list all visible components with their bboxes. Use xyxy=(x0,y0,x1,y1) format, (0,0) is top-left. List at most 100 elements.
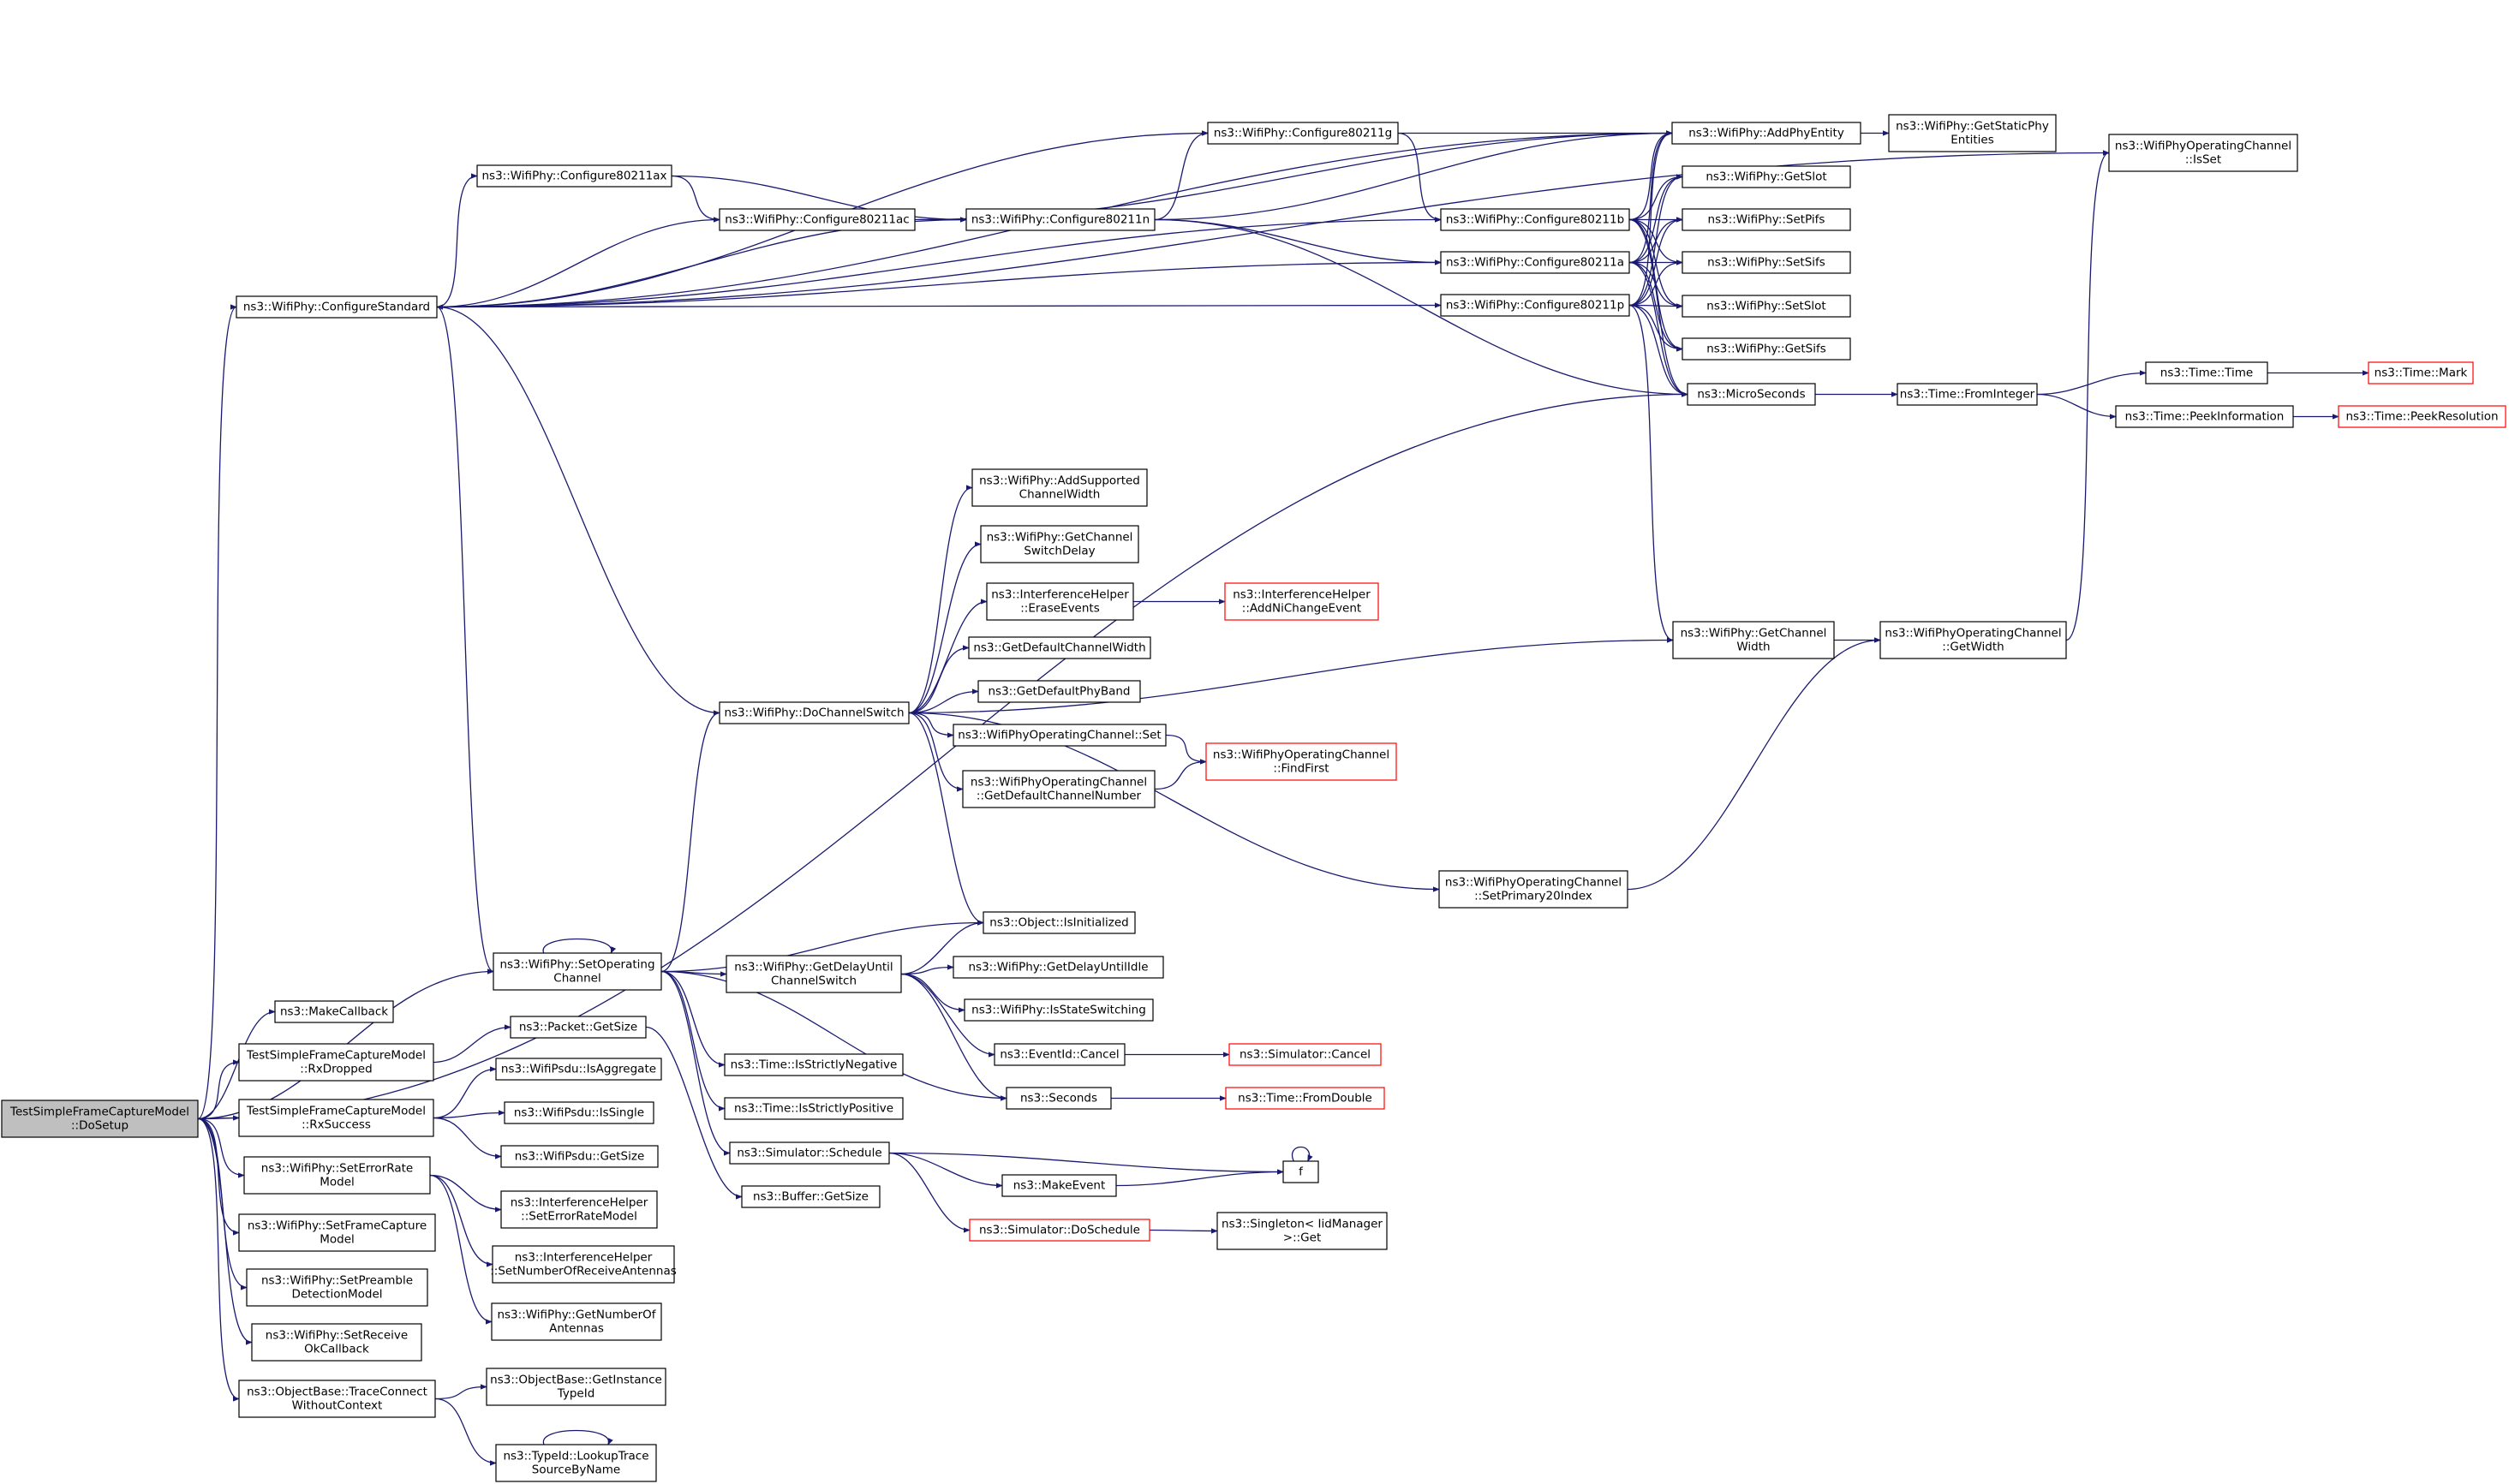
node-box xyxy=(1682,251,1851,274)
node-eraseEvents[interactable]: ns3::InterferenceHelper::EraseEvents xyxy=(986,582,1134,621)
node-opChGetWidth[interactable]: ns3::WifiPhyOperatingChannel::GetWidth xyxy=(1879,621,2067,659)
node-setSifs[interactable]: ns3::WifiPhy::SetSifs xyxy=(1682,251,1851,274)
edge-f-self-loop xyxy=(1291,1146,1313,1162)
node-singletonGet[interactable]: ns3::Singleton< IidManager>::Get xyxy=(1216,1212,1388,1250)
node-setPifs[interactable]: ns3::WifiPhy::SetPifs xyxy=(1682,208,1851,231)
node-cfg80211g[interactable]: ns3::WifiPhy::Configure80211g xyxy=(1207,122,1399,145)
edge-doChannelSwitch-to-eraseEvents xyxy=(908,599,988,714)
edge-root-to-setErrorRate xyxy=(197,1117,245,1178)
node-opChIsSet[interactable]: ns3::WifiPhyOperatingChannel::IsSet xyxy=(2108,134,2298,172)
node-getDefChNum[interactable]: ns3::WifiPhyOperatingChannel::GetDefault… xyxy=(962,770,1156,808)
node-isStateSwitching[interactable]: ns3::WifiPhy::IsStateSwitching xyxy=(964,998,1154,1022)
node-timeMark[interactable]: ns3::Time::Mark xyxy=(2368,361,2474,384)
node-getDefCW[interactable]: ns3::GetDefaultChannelWidth xyxy=(968,636,1151,659)
node-isAggregate[interactable]: ns3::WifiPsdu::IsAggregate xyxy=(495,1058,662,1081)
node-addPhyEntity[interactable]: ns3::WifiPhy::AddPhyEntity xyxy=(1671,122,1861,145)
edge-cfg80211ax-to-cfg80211n xyxy=(671,175,967,223)
node-fromDouble[interactable]: ns3::Time::FromDouble xyxy=(1225,1087,1385,1110)
node-simCancel[interactable]: ns3::Simulator::Cancel xyxy=(1228,1043,1382,1066)
node-doChannelSwitch[interactable]: ns3::WifiPhy::DoChannelSwitch xyxy=(719,701,910,724)
node-setSlot[interactable]: ns3::WifiPhy::SetSlot xyxy=(1682,295,1851,318)
node-rxSuccess[interactable]: TestSimpleFrameCaptureModel::RxSuccess xyxy=(238,1099,434,1137)
node-label: Antennas xyxy=(549,1322,604,1336)
node-getDelayUntilIdle[interactable]: ns3::WifiPhy::GetDelayUntilIdle xyxy=(953,956,1164,979)
node-isStrictlyNeg[interactable]: ns3::Time::IsStrictlyNegative xyxy=(724,1053,904,1076)
edge-root-to-setReceiveOk xyxy=(197,1117,253,1345)
node-ihSetNumRx[interactable]: ns3::InterferenceHelper::SetNumberOfRece… xyxy=(490,1245,677,1284)
edge-traceConnect-to-getInstanceTypeId xyxy=(434,1384,487,1400)
node-peekInfo[interactable]: ns3::Time::PeekInformation xyxy=(2115,405,2294,428)
node-box xyxy=(1897,383,2038,406)
node-box xyxy=(2115,405,2294,428)
node-cfg80211a[interactable]: ns3::WifiPhy::Configure80211a xyxy=(1440,251,1630,274)
node-box xyxy=(724,1053,904,1076)
node-getDefPhyBand[interactable]: ns3::GetDefaultPhyBand xyxy=(977,680,1141,703)
node-label: ns3::WifiPhy::IsStateSwitching xyxy=(971,1004,1146,1017)
node-cfg80211p[interactable]: ns3::WifiPhy::Configure80211p xyxy=(1440,294,1630,317)
node-cfg80211n[interactable]: ns3::WifiPhy::Configure80211n xyxy=(965,208,1156,231)
node-box xyxy=(968,636,1151,659)
node-isStrictlyPos[interactable]: ns3::Time::IsStrictlyPositive xyxy=(724,1097,904,1120)
node-setErrorRate[interactable]: ns3::WifiPhy::SetErrorRateModel xyxy=(243,1156,431,1195)
edge-configureStandard-to-cfg80211a xyxy=(436,259,1442,308)
node-eventIdCancel[interactable]: ns3::EventId::Cancel xyxy=(994,1043,1126,1066)
node-rxDropped[interactable]: TestSimpleFrameCaptureModel::RxDropped xyxy=(238,1043,434,1082)
node-simDoSchedule[interactable]: ns3::Simulator::DoSchedule xyxy=(969,1219,1150,1242)
node-configureStandard[interactable]: ns3::WifiPhy::ConfigureStandard xyxy=(236,295,438,319)
node-label: ns3::Buffer::GetSize xyxy=(753,1190,869,1204)
node-cfg80211ac[interactable]: ns3::WifiPhy::Configure80211ac xyxy=(719,208,916,231)
node-label: ::SetErrorRateModel xyxy=(521,1210,637,1224)
node-isSingle[interactable]: ns3::WifiPsdu::IsSingle xyxy=(504,1101,654,1124)
node-simSchedule[interactable]: ns3::Simulator::Schedule xyxy=(729,1141,890,1165)
node-setPrimary20[interactable]: ns3::WifiPhyOperatingChannel::SetPrimary… xyxy=(1438,870,1628,909)
edge-setOpChannel-self-loop xyxy=(542,938,617,954)
node-fromInteger[interactable]: ns3::Time::FromInteger xyxy=(1897,383,2038,406)
node-makeCallback[interactable]: ns3::MakeCallback xyxy=(274,1000,394,1023)
edge-configureStandard-to-cfg80211b xyxy=(436,217,1442,308)
node-makeEvent[interactable]: ns3::MakeEvent xyxy=(1001,1174,1117,1197)
node-label: ns3::Packet::GetSize xyxy=(519,1021,637,1034)
node-seconds[interactable]: ns3::Seconds xyxy=(1006,1087,1112,1110)
node-bufferGetSize[interactable]: ns3::Buffer::GetSize xyxy=(741,1185,881,1208)
node-label: ns3::Simulator::Cancel xyxy=(1240,1048,1371,1062)
node-getSlot[interactable]: ns3::WifiPhy::GetSlot xyxy=(1682,165,1851,188)
node-timeTime[interactable]: ns3::Time::Time xyxy=(2145,361,2268,384)
node-isInitialized[interactable]: ns3::Object::IsInitialized xyxy=(983,911,1136,934)
node-getSifs[interactable]: ns3::WifiPhy::GetSifs xyxy=(1682,337,1851,361)
edge-lookupTrace-self-loop xyxy=(543,1429,613,1445)
node-microSeconds[interactable]: ns3::MicroSeconds xyxy=(1687,383,1816,406)
edge-cfg80211p-to-getSifs xyxy=(1628,304,1683,352)
edge-doChannelSwitch-to-configureStandard xyxy=(436,304,720,714)
edge-getDefChNum-to-findFirst xyxy=(1154,759,1207,790)
node-addNiChange[interactable]: ns3::InterferenceHelper::AddNiChangeEven… xyxy=(1224,582,1379,621)
node-traceConnect[interactable]: ns3::ObjectBase::TraceConnectWithoutCont… xyxy=(238,1380,436,1418)
node-box xyxy=(492,1245,675,1284)
node-root[interactable]: TestSimpleFrameCaptureModel::DoSetup xyxy=(1,1100,199,1138)
node-f[interactable]: f xyxy=(1282,1160,1319,1183)
node-ihSetErrorRate[interactable]: ns3::InterferenceHelper::SetErrorRateMod… xyxy=(500,1190,658,1229)
node-peekRes[interactable]: ns3::Time::PeekResolution xyxy=(2338,405,2506,428)
edge-packetGetSize-to-bufferGetSize xyxy=(645,1026,743,1200)
node-psduGetSize[interactable]: ns3::WifiPsdu::GetSize xyxy=(500,1145,659,1168)
node-box xyxy=(1001,1174,1117,1197)
node-findFirst[interactable]: ns3::WifiPhyOperatingChannel::FindFirst xyxy=(1205,742,1397,781)
node-cfg80211b[interactable]: ns3::WifiPhy::Configure80211b xyxy=(1440,208,1630,231)
edge-cfg80211b-to-getSlot xyxy=(1628,174,1683,221)
node-label: ns3::InterferenceHelper xyxy=(1233,588,1371,602)
node-opChSet[interactable]: ns3::WifiPhyOperatingChannel::Set xyxy=(953,724,1167,747)
node-cfg80211ax[interactable]: ns3::WifiPhy::Configure80211ax xyxy=(476,164,672,188)
node-label: WithoutContext xyxy=(292,1399,383,1413)
node-packetGetSize[interactable]: ns3::Packet::GetSize xyxy=(510,1016,647,1039)
